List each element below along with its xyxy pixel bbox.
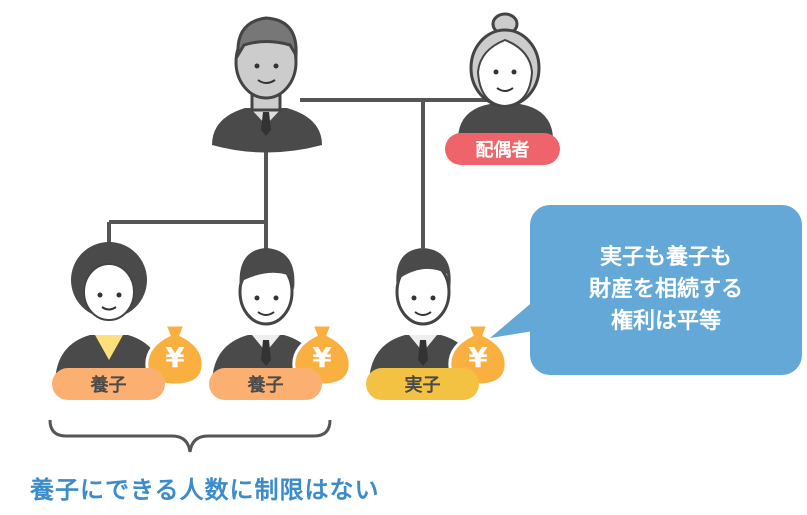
connector-lines: [107, 98, 490, 250]
caption: 養子にできる人数に制限はない: [30, 476, 380, 504]
spouse-badge: 配偶者: [445, 133, 560, 165]
biological-label: 実子: [404, 375, 441, 396]
bubble-line-2: 財産を相続する: [588, 277, 743, 302]
adopted-child-2-badge: 養子: [209, 368, 322, 400]
spouse-label: 配偶者: [475, 140, 530, 161]
adopted-child-1-badge: 養子: [52, 368, 165, 400]
adopted-label: 養子: [90, 375, 127, 396]
adopted-label: 養子: [247, 375, 284, 396]
grouping-brace: [48, 419, 332, 453]
spouse-figure: [458, 12, 553, 140]
bubble-line-3: 権利は平等: [610, 309, 721, 334]
speech-bubble: 実子も養子も 財産を相続する 権利は平等: [530, 205, 802, 375]
biological-child-badge: 実子: [366, 368, 479, 400]
bubble-line-1: 実子も養子も: [599, 245, 732, 270]
speech-bubble-tail: [490, 300, 540, 338]
father-figure: [212, 16, 322, 153]
